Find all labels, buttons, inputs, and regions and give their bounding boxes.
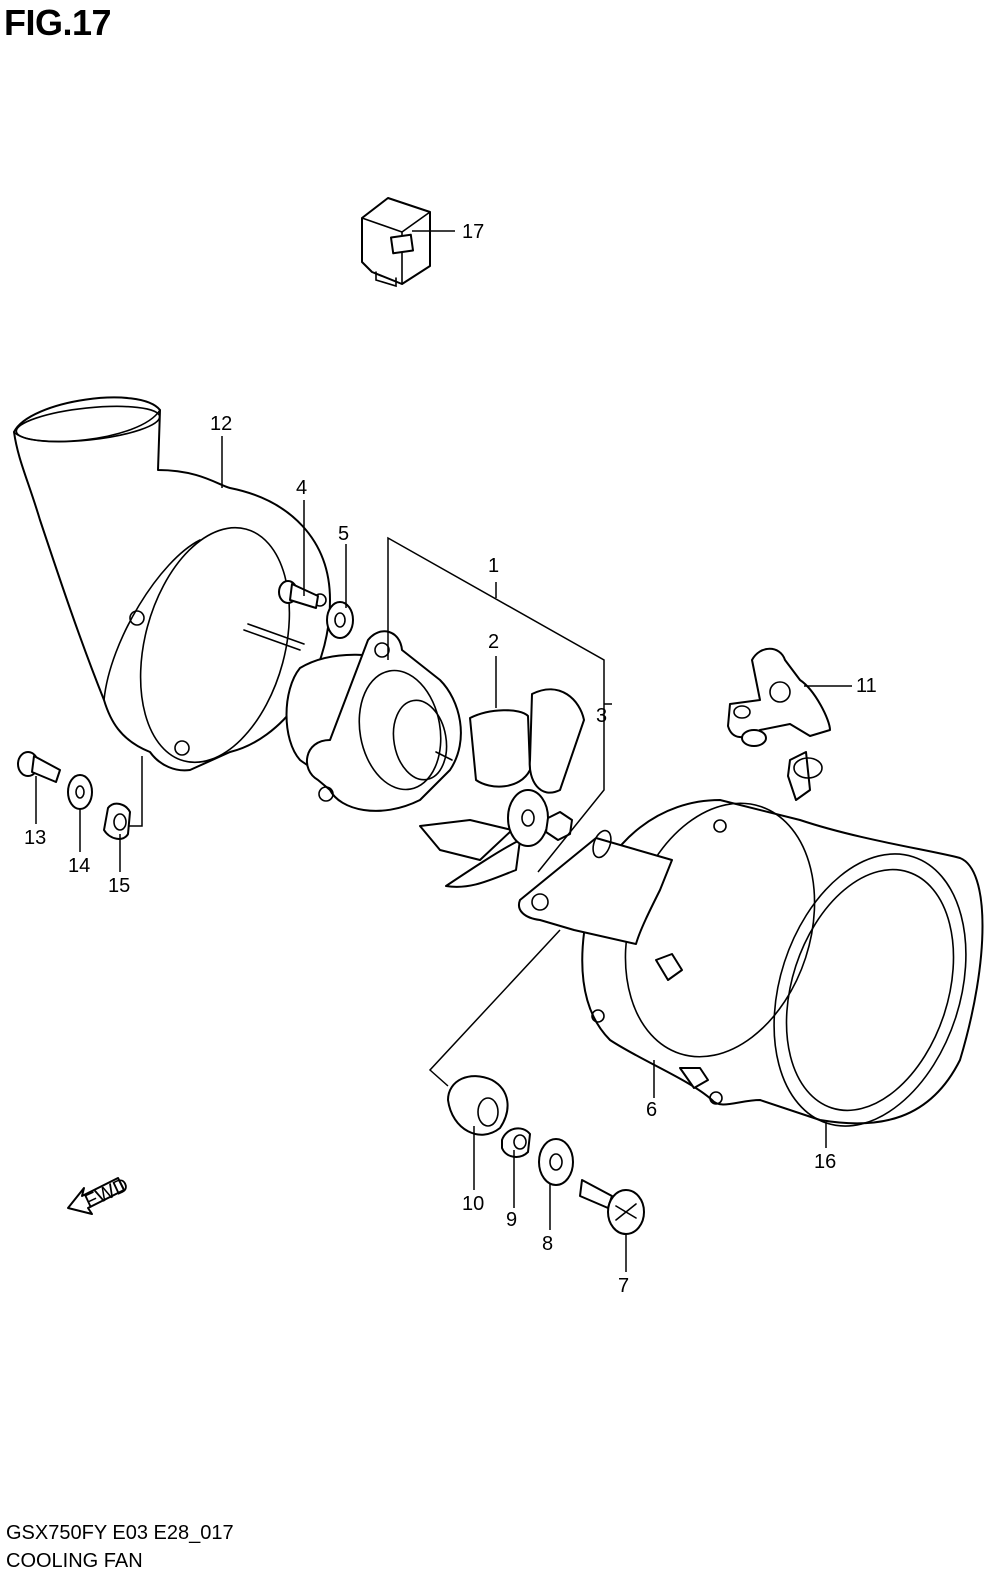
- bolt-icon: [17, 751, 61, 783]
- fan-blade-icon: [419, 688, 585, 888]
- callout-15: 15: [108, 875, 130, 897]
- callout-5: 5: [338, 523, 349, 545]
- callout-11: 11: [856, 675, 877, 697]
- callout-9: 9: [506, 1209, 517, 1231]
- collar-icon: [501, 1127, 531, 1158]
- washer-icon: [67, 774, 93, 810]
- nut-icon: [545, 811, 573, 841]
- clip-bracket-icon: [727, 647, 831, 747]
- callout-7: 7: [618, 1275, 629, 1297]
- callout-4: 4: [296, 477, 307, 499]
- callout-16: 16: [814, 1151, 836, 1173]
- washer-icon: [326, 601, 354, 639]
- callout-10: 10: [462, 1193, 484, 1215]
- bolt-icon: [579, 1179, 645, 1235]
- fan-housing-icon: [581, 799, 984, 1127]
- callout-14: 14: [68, 855, 90, 877]
- fwd-label: FWD: [81, 1174, 132, 1213]
- callout-1: 1: [488, 555, 499, 577]
- fwd-arrow-icon: FWD: [67, 1174, 132, 1215]
- callout-12: 12: [210, 413, 232, 435]
- callout-17: 17: [462, 221, 484, 243]
- relay-icon: [361, 197, 431, 288]
- fan-shroud-duct-icon: [13, 396, 331, 772]
- callout-8: 8: [542, 1233, 553, 1255]
- cushion-icon: [447, 1075, 509, 1136]
- stay-icon: [787, 751, 823, 801]
- callout-6: 6: [646, 1099, 657, 1121]
- model-code: GSX750FY E03 E28_017: [6, 1522, 234, 1544]
- collar-icon: [103, 802, 131, 840]
- fan-motor-icon: [243, 623, 462, 812]
- figure-title: FIG.17: [4, 2, 112, 43]
- bracket-icon: [518, 829, 673, 945]
- figure-name: COOLING FAN: [6, 1550, 143, 1572]
- callout-13: 13: [24, 827, 46, 849]
- washer-icon: [538, 1138, 574, 1186]
- callout-3: 3: [596, 705, 607, 727]
- callout-2: 2: [488, 631, 499, 653]
